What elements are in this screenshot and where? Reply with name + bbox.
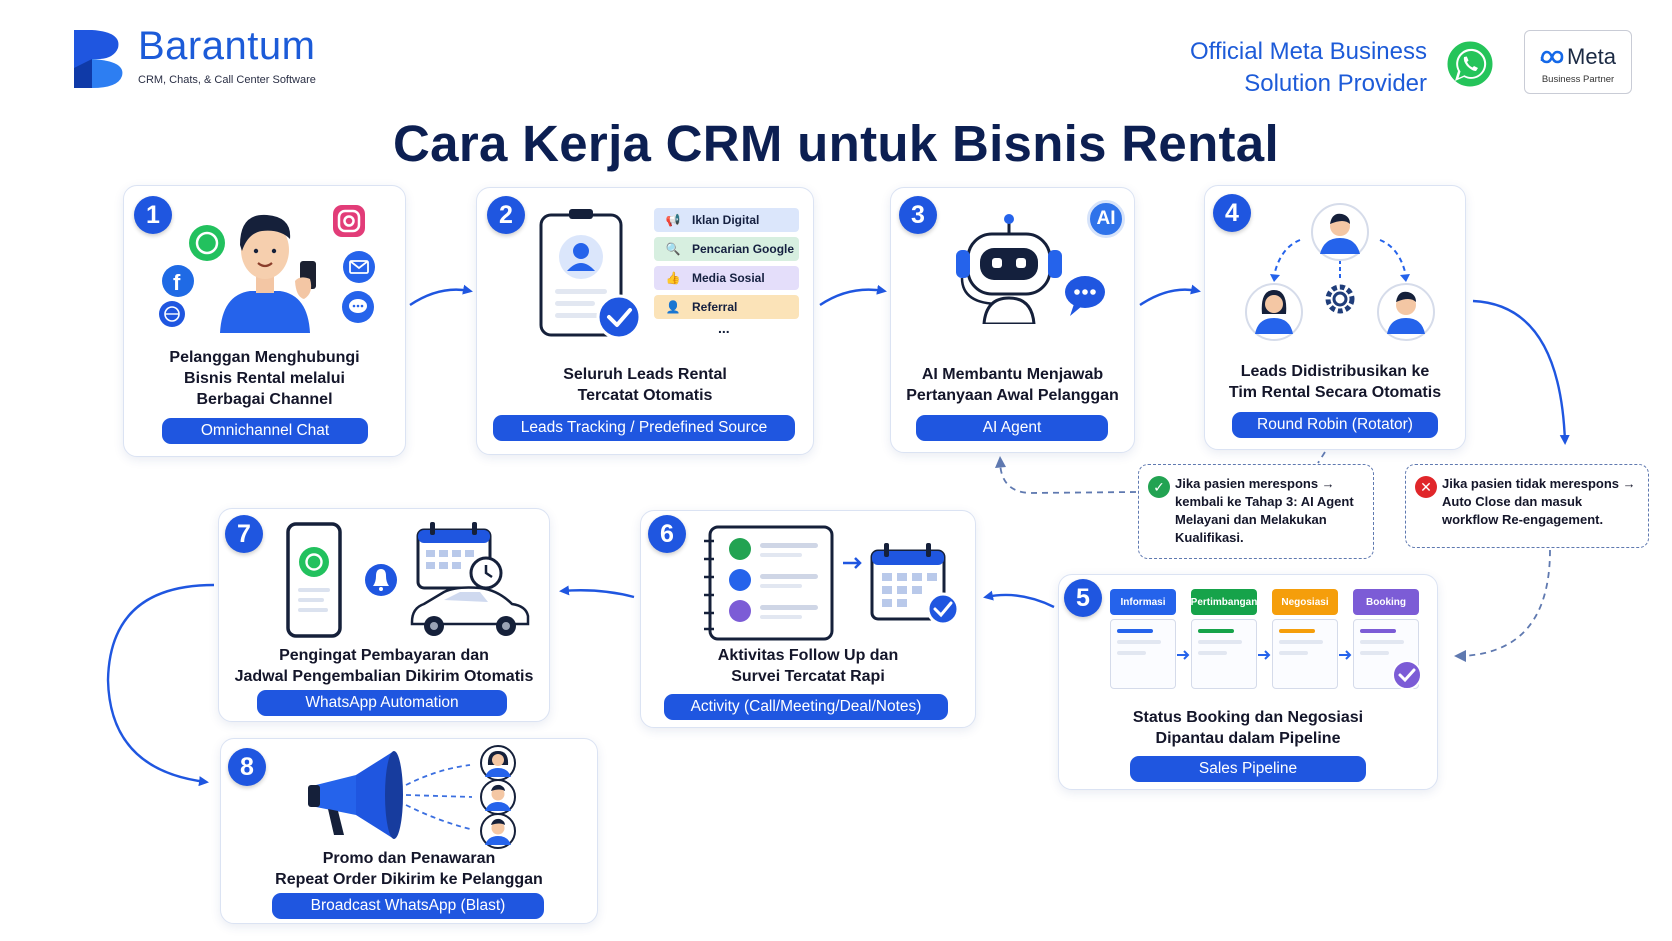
step-3-pill-ai-agent: AI Agent [916, 415, 1108, 441]
arrow-step-4-to-note-yes [1317, 451, 1326, 464]
x-circle-icon: ✕ [1415, 476, 1437, 498]
step-2-pill-leads-tracking: Leads Tracking / Predefined Source [493, 415, 795, 441]
step-number-3: 3 [899, 196, 937, 234]
search-icon: 🔍 [665, 242, 681, 256]
arrow-6-to-7 [559, 585, 635, 599]
step-number-1: 1 [134, 196, 172, 234]
pipeline-stage-pertimbangan: Pertimbangan [1191, 589, 1257, 689]
arrow-2-to-3 [819, 284, 887, 306]
more-sources-ellipsis: ... [718, 320, 730, 336]
step-8-pill-broadcast: Broadcast WhatsApp (Blast) [272, 893, 544, 919]
step-number-4: 4 [1213, 194, 1251, 232]
arrow-7-to-8 [106, 583, 215, 787]
pipeline-stage-arrows [1177, 650, 1422, 690]
meta-business-partner-badge: Meta Business Partner [1524, 30, 1632, 94]
lead-source-iklan-digital: 📢Iklan Digital [654, 208, 799, 232]
step-number-7: 7 [225, 515, 263, 553]
lead-source-media-sosial: 👍Media Sosial [654, 266, 799, 290]
brand-tagline: CRM, Chats, & Call Center Software [138, 74, 316, 86]
megaphone-icon: 📢 [665, 213, 681, 227]
lead-sources-list: 📢Iklan Digital 🔍Pencarian Google 👍Media … [654, 208, 799, 338]
note-customer-no-response: ✕ Jika pasien tidak merespons →Auto Clos… [1405, 464, 1649, 548]
sales-pipeline-stages: Informasi Pertimbangan Negosiasi Booking [1110, 589, 1422, 693]
brand-name: Barantum [138, 24, 316, 68]
arrow-5-to-6 [983, 590, 1055, 609]
lead-source-referral: 👤Referral [654, 295, 799, 319]
activity-log-calendar-icon [704, 525, 960, 641]
thumbs-up-icon: 👍 [665, 271, 681, 285]
meta-logo-text: Meta [1567, 44, 1616, 69]
customer-with-phone-icon: f [159, 205, 375, 333]
step-number-6: 6 [648, 515, 686, 553]
barantum-logo-icon [74, 30, 123, 88]
whatsapp-reminder-car-icon [286, 522, 530, 638]
step-number-2: 2 [487, 196, 525, 234]
arrow-4-to-note [1472, 299, 1570, 445]
person-icon: 👤 [665, 300, 681, 314]
ai-robot-icon [956, 214, 1105, 324]
pipeline-stage-negosiasi: Negosiasi [1272, 589, 1338, 689]
arrow-note-no-to-step-5 [1461, 549, 1551, 657]
ai-badge-icon: AI [1087, 200, 1125, 238]
step-4-pill-round-robin: Round Robin (Rotator) [1232, 412, 1438, 438]
step-1-pill-omnichannel-chat: Omnichannel Chat [162, 418, 368, 444]
provider-line-1: Official Meta Business [1190, 38, 1427, 65]
broadcast-megaphone-icon [308, 745, 516, 849]
step-6-pill-activity: Activity (Call/Meeting/Deal/Notes) [664, 694, 948, 720]
arrow-3-to-4 [1139, 284, 1201, 306]
pipeline-stage-informasi: Informasi [1110, 589, 1176, 689]
meta-provider-text: Official Meta Business Solution Provider [1190, 36, 1427, 100]
round-robin-team-icon [1245, 203, 1435, 341]
meta-badge-subtitle: Business Partner [1541, 74, 1615, 85]
whatsapp-icon [1444, 38, 1496, 90]
step-7-pill-whatsapp-automation: WhatsApp Automation [257, 690, 507, 716]
ai-badge-text: AI [1096, 208, 1116, 229]
lead-profile-card-icon [539, 209, 642, 340]
page-title: Cara Kerja CRM untuk Bisnis Rental [393, 115, 1279, 172]
step-5-pill-sales-pipeline: Sales Pipeline [1130, 756, 1366, 782]
note-customer-responds: ✓ Jika pasien merespons →kembali ke Taha… [1138, 464, 1374, 559]
arrow-1-to-2 [409, 284, 473, 306]
meta-infinity-icon [1540, 50, 1564, 64]
step-number-5: 5 [1064, 579, 1102, 617]
step-number-8: 8 [228, 748, 266, 786]
provider-line-2: Solution Provider [1244, 70, 1427, 97]
lead-source-pencarian-google: 🔍Pencarian Google [654, 237, 799, 261]
arrow-note-yes-to-step-3 [999, 459, 1137, 494]
svg-text:f: f [173, 270, 181, 295]
check-circle-icon: ✓ [1148, 476, 1170, 498]
